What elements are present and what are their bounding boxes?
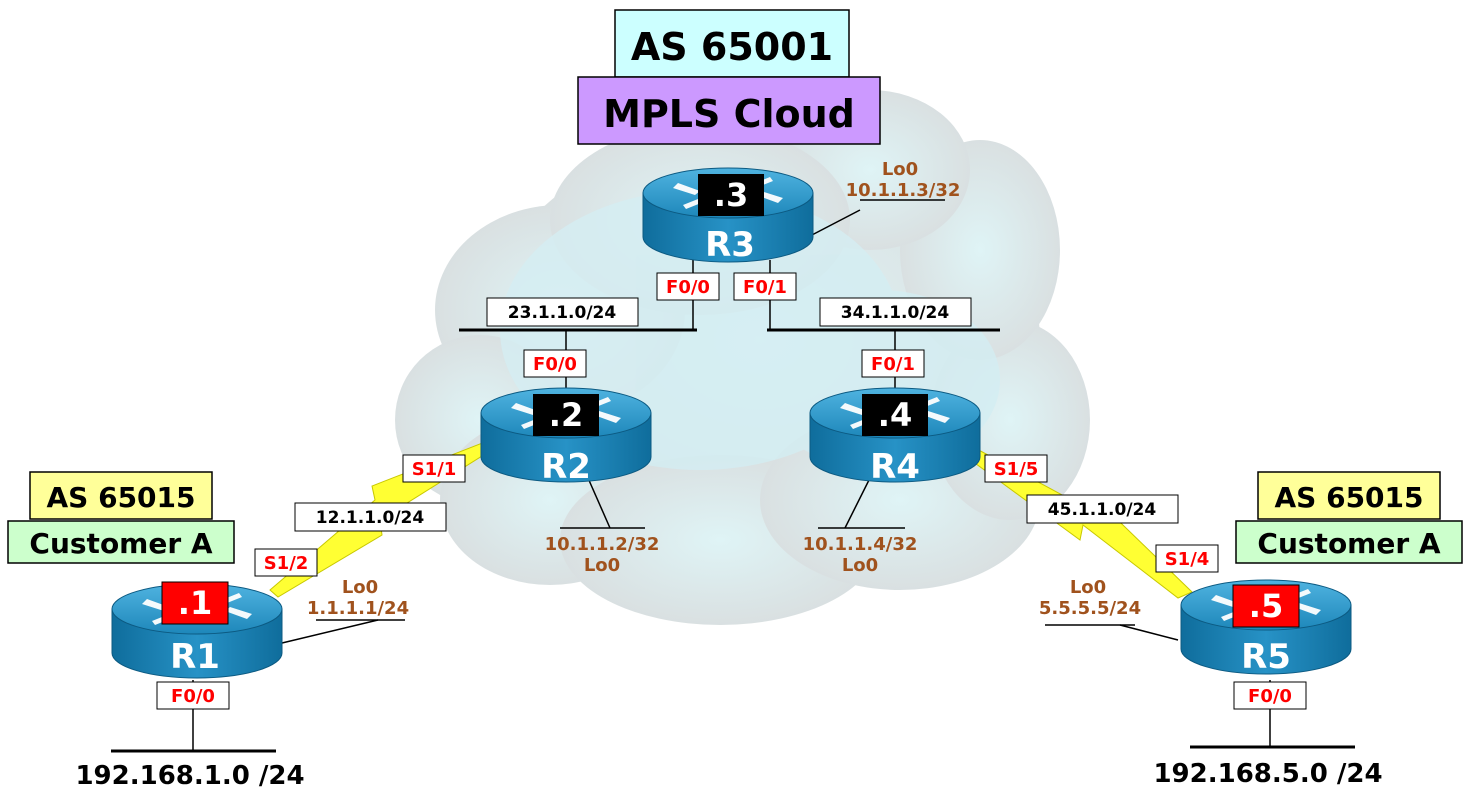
mpls-as-box: AS 65001 — [614, 9, 850, 78]
customer-left-name-box: Customer A — [7, 520, 235, 564]
customer-right-name-box: Customer A — [1235, 520, 1463, 564]
iface-r2-f00: F0/0 — [523, 349, 587, 378]
router-name-r2: R2 — [541, 447, 591, 487]
subnet-r2-r3: 23.1.1.0/24 — [486, 297, 639, 327]
host-badge-r5: .5 — [1232, 584, 1300, 628]
router-r1[interactable] — [111, 583, 283, 679]
customer-left-name: Customer A — [29, 527, 212, 560]
iface-r3-f00-label: F0/0 — [666, 277, 710, 298]
iface-r2-s11: S1/1 — [402, 454, 466, 483]
host-badge-r2: .2 — [533, 394, 599, 436]
iface-r5-s14: S1/4 — [1155, 544, 1219, 573]
host-r4: .4 — [878, 396, 912, 434]
host-r3: .3 — [714, 176, 748, 214]
router-name-r5: R5 — [1241, 637, 1291, 677]
router-r5[interactable] — [1180, 579, 1352, 675]
customer-left-as-label: AS 65015 — [47, 481, 196, 514]
loopback-r2-address: 10.1.1.2/32 — [545, 534, 660, 555]
iface-r4-f01: F0/1 — [861, 349, 925, 378]
loopback-r1-address: 1.1.1.1/24 — [307, 598, 409, 619]
loopback-r3-address: 10.1.1.3/32 — [846, 180, 961, 201]
customer-left-as-box: AS 65015 — [29, 471, 213, 520]
iface-r1-s12-label: S1/2 — [264, 553, 309, 574]
iface-r4-f01-label: F0/1 — [871, 354, 915, 375]
mpls-cloud-label-box: MPLS Cloud — [577, 76, 881, 145]
iface-r3-f00: F0/0 — [656, 272, 720, 301]
customer-right-as-box: AS 65015 — [1257, 471, 1441, 520]
loopback-r3-name: Lo0 — [882, 159, 918, 180]
loopback-r5-address: 5.5.5.5/24 — [1039, 598, 1141, 619]
subnet-r1-r2-label: 12.1.1.0/24 — [316, 508, 425, 528]
loopback-r5-name: Lo0 — [1070, 577, 1106, 598]
subnet-r3-r4-label: 34.1.1.0/24 — [841, 303, 950, 323]
loopback-r2-name: Lo0 — [584, 555, 620, 576]
iface-r3-f01-label: F0/1 — [743, 277, 787, 298]
host-r2: .2 — [549, 396, 583, 434]
iface-r4-s15-label: S1/5 — [994, 459, 1039, 480]
router-name-r3: R3 — [705, 225, 755, 265]
iface-r5-f00: F0/0 — [1233, 681, 1307, 710]
subnet-r2-r3-label: 23.1.1.0/24 — [508, 303, 617, 323]
router-name-r4: R4 — [870, 447, 920, 487]
loopback-r4-address: 10.1.1.4/32 — [803, 534, 918, 555]
subnet-r4-r5: 45.1.1.0/24 — [1026, 494, 1179, 524]
host-r5: .5 — [1249, 587, 1283, 625]
router-name-r1: R1 — [170, 637, 220, 677]
mpls-cloud-label: MPLS Cloud — [603, 92, 855, 136]
subnet-r1-r2: 12.1.1.0/24 — [294, 502, 447, 532]
customer-right-as-label: AS 65015 — [1275, 481, 1424, 514]
iface-r3-f01: F0/1 — [733, 272, 797, 301]
lan-r5-label: 192.168.5.0 /24 — [1153, 759, 1382, 789]
ethernet-segments — [111, 328, 1355, 753]
lan-r1-label: 192.168.1.0 /24 — [75, 761, 304, 790]
iface-r1-s12: S1/2 — [254, 548, 318, 577]
customer-right-name: Customer A — [1257, 527, 1440, 560]
subnet-r3-r4: 34.1.1.0/24 — [819, 297, 972, 327]
host-badge-r3: .3 — [698, 174, 764, 216]
iface-r2-s11-label: S1/1 — [412, 459, 457, 480]
iface-r4-s15: S1/5 — [984, 454, 1048, 483]
host-r1: .1 — [178, 584, 212, 622]
mpls-as-label: AS 65001 — [631, 25, 833, 69]
iface-r5-s14-label: S1/4 — [1165, 549, 1210, 570]
loopback-r4-name: Lo0 — [842, 555, 878, 576]
loopback-r1-name: Lo0 — [342, 577, 378, 598]
subnet-r4-r5-label: 45.1.1.0/24 — [1048, 500, 1157, 520]
iface-r1-f00-label: F0/0 — [171, 686, 215, 707]
iface-r1-f00: F0/0 — [156, 681, 230, 710]
host-badge-r4: .4 — [862, 394, 928, 436]
iface-r2-f00-label: F0/0 — [533, 354, 577, 375]
host-badge-r1: .1 — [161, 581, 229, 625]
iface-r5-f00-label: F0/0 — [1248, 686, 1292, 707]
